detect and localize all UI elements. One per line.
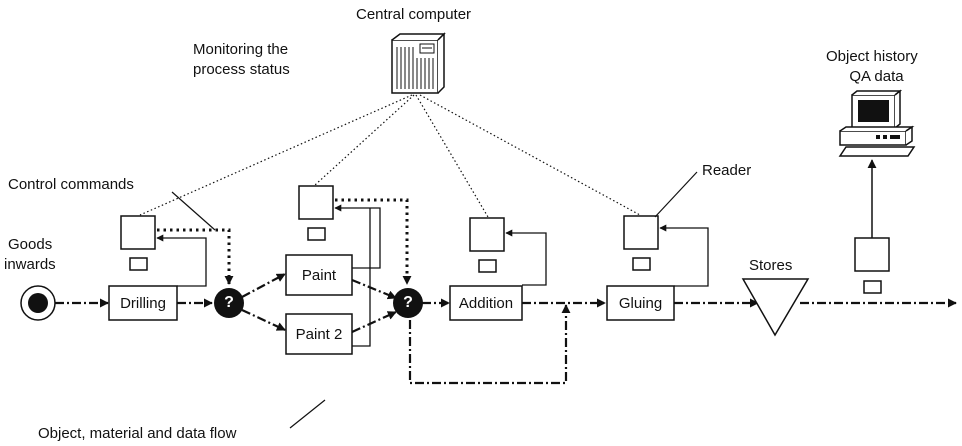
station-addition: Addition <box>458 294 514 312</box>
flow-caption: Object, material and data flow <box>38 425 237 442</box>
reader-label: Reader <box>702 162 752 179</box>
control-commands-label: Control commands <box>8 176 134 193</box>
goods-inwards-label-line1: Goods <box>8 236 53 253</box>
monitoring-label-line1: Monitoring the <box>193 41 289 58</box>
station-boxes <box>108 254 675 355</box>
reader-pointer <box>654 171 698 218</box>
object-history-label-line2: QA data <box>849 68 904 85</box>
object-history-label-line1: Object history <box>826 48 918 65</box>
station-gluing: Gluing <box>618 294 663 312</box>
stores-triangle-icon <box>741 278 810 337</box>
decision-node-2: ? <box>393 288 423 318</box>
station-paint: Paint <box>301 266 337 284</box>
station-paint-2: Paint 2 <box>295 325 343 343</box>
monitoring-label-line2: process status <box>193 61 290 78</box>
control-commands-pointer <box>171 191 216 231</box>
flow-caption-pointer <box>289 399 326 429</box>
reader-feedback-loops <box>156 204 709 347</box>
decision-node-1: ? <box>214 288 244 318</box>
material-flow-lines <box>55 273 957 385</box>
central-computer-label: Central computer <box>356 6 472 23</box>
monitoring-lines <box>139 94 641 218</box>
control-command-lines <box>157 198 412 285</box>
station-drilling: Drilling <box>120 294 166 312</box>
server-tower-icon <box>391 32 446 94</box>
reader-device-icon <box>120 185 890 294</box>
stores-label: Stores <box>749 257 793 274</box>
goods-inwards-label-line2: inwards <box>4 256 56 273</box>
goods-inwards-source-icon <box>20 285 56 321</box>
desktop-computer-icon <box>838 89 916 157</box>
